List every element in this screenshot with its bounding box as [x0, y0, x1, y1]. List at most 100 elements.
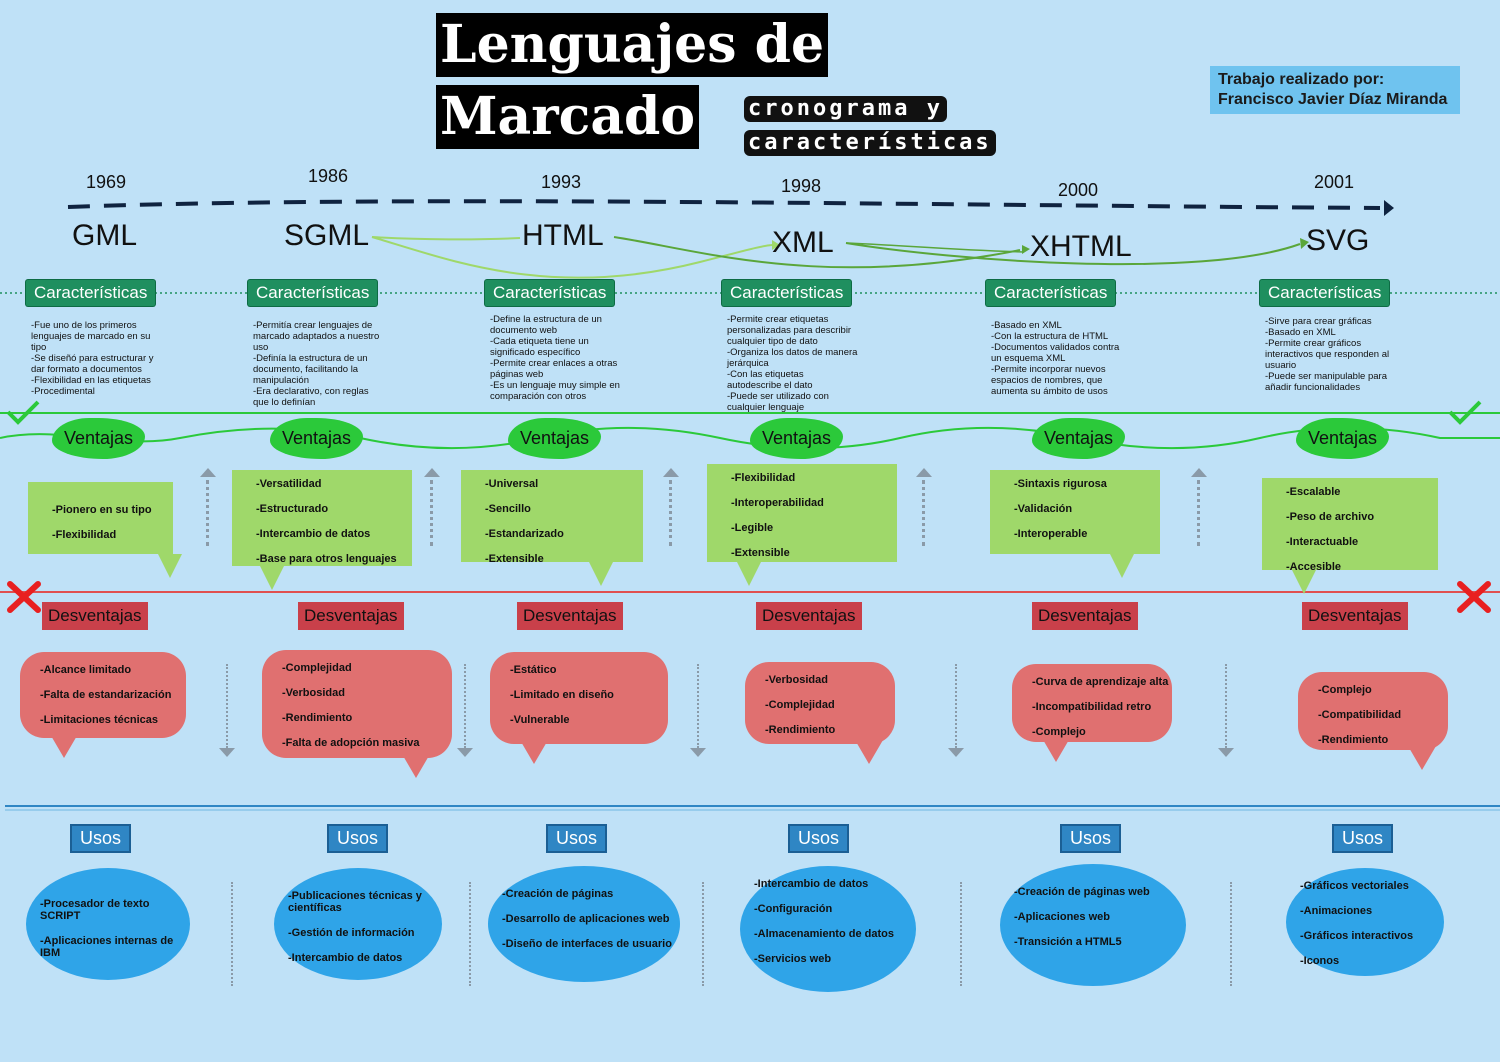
desventaja-item: -Curva de aprendizaje alta — [1032, 676, 1169, 688]
year-label: 1998 — [781, 176, 822, 196]
caracteristicas-title: Características — [722, 280, 852, 306]
desventaja-item: -Verbosidad — [765, 674, 828, 686]
usos-box: -Procesador de texto SCRIPT-Aplicaciones… — [26, 868, 190, 980]
desventaja-item: -Falta de estandarización — [40, 689, 172, 701]
desventaja-item: -Complejidad — [765, 699, 835, 711]
ventaja-item: -Peso de archivo — [1286, 511, 1375, 523]
cross-icon — [7, 581, 41, 613]
uso-item: -Diseño de interfaces de usuario — [502, 938, 672, 950]
caracteristicas-title: Características — [485, 280, 615, 306]
language-name: HTML — [522, 219, 604, 252]
desventajas-box-tail — [50, 734, 78, 758]
language-name: SVG — [1306, 224, 1370, 257]
uso-item: -Creación de páginas — [502, 888, 614, 900]
usos-title: Usos — [788, 824, 850, 853]
desventaja-item: -Rendimiento — [1318, 734, 1389, 746]
desventaja-item: -Estático — [510, 664, 557, 676]
ventajas-title: Ventajas — [52, 418, 146, 459]
desventajas-title: Desventajas — [1032, 602, 1138, 630]
desventaja-item: -Vulnerable — [510, 714, 570, 726]
uso-item: -Gráficos interactivos — [1300, 930, 1414, 942]
desventajas-box: -Complejidad-Verbosidad-Rendimiento-Falt… — [262, 650, 452, 758]
desventajas-box-tail — [855, 740, 883, 764]
arrow-down-icon — [457, 748, 473, 757]
ventajas-box-tail — [1110, 554, 1134, 578]
separator — [226, 664, 228, 748]
page-title-line2: Marcado — [436, 85, 700, 149]
desventaja-item: -Complejidad — [282, 662, 352, 674]
separator — [430, 480, 433, 546]
uso-item: -Iconos — [1300, 955, 1340, 967]
arrow-up-icon — [663, 468, 679, 477]
desventaja-item: -Limitaciones técnicas — [40, 714, 158, 726]
ventajas-box-tail — [737, 562, 761, 586]
separator — [955, 664, 957, 748]
desventaja-item: -Rendimiento — [765, 724, 836, 736]
ventajas-box: -Sintaxis rigurosa-Validación-Interopera… — [990, 470, 1160, 554]
desventaja-item: -Rendimiento — [282, 712, 353, 724]
ventajas-box: -Escalable-Peso de archivo-Interactuable… — [1262, 478, 1438, 573]
language-name: GML — [72, 219, 138, 252]
ventajas-title: Ventajas — [1296, 418, 1390, 459]
desventajas-box-tail — [1042, 738, 1070, 762]
ventaja-item: -Base para otros lenguajes — [256, 553, 397, 565]
ventaja-item: -Estandarizado — [485, 528, 564, 540]
ventajas-title: Ventajas — [1032, 418, 1126, 459]
desventajas-box: -Estático-Limitado en diseño-Vulnerable — [490, 652, 668, 744]
caracteristicas-title: Características — [26, 280, 156, 306]
usos-title: Usos — [70, 824, 132, 853]
uso-item: -Almacenamiento de datos — [754, 928, 894, 940]
separator — [1197, 480, 1200, 546]
desventaja-item: -Falta de adopción masiva — [282, 737, 420, 749]
arrow-down-icon — [219, 748, 235, 757]
arrow-up-icon — [916, 468, 932, 477]
author-label: Trabajo realizado por: — [1218, 71, 1385, 88]
ventajas-title: Ventajas — [508, 418, 602, 459]
separator — [1225, 664, 1227, 748]
caracteristicas-title: Características — [986, 280, 1116, 306]
desventajas-box: -Verbosidad -Complejidad -Rendimiento — [745, 662, 895, 744]
usos-title: Usos — [1332, 824, 1394, 853]
separator — [922, 480, 925, 546]
separator — [697, 664, 699, 748]
ventaja-item: -Interoperable — [1014, 528, 1088, 540]
uso-item: -Publicaciones técnicas y científicas — [288, 890, 422, 914]
separator — [231, 882, 233, 986]
page-title-line1: Lenguajes de — [436, 13, 829, 77]
desventajas-title: Desventajas — [517, 602, 623, 630]
uso-item: -Configuración — [754, 903, 833, 915]
ventajas-box: -Pionero en su tipo-Flexibilidad — [28, 482, 173, 554]
desventaja-item: -Complejo — [1032, 726, 1086, 738]
caracteristicas-text: -Define la estructura de un documento we… — [490, 314, 620, 402]
language-name: XHTML — [1030, 230, 1132, 263]
ventajas-box: -Universal-Sencillo-Estandarizado-Extens… — [461, 470, 643, 565]
desventajas-box: -Complejo-Compatibilidad-Rendimiento — [1298, 672, 1448, 750]
subtitle-line2: características — [744, 130, 996, 156]
usos-box: -Creación de páginas web-Aplicaciones we… — [1000, 864, 1186, 986]
separator — [702, 882, 704, 986]
author-box: Trabajo realizado por: Francisco Javier … — [1210, 66, 1460, 114]
cross-icon — [1457, 581, 1491, 613]
separator — [1230, 882, 1232, 986]
usos-box: -Publicaciones técnicas y científicas -Ge… — [274, 868, 442, 980]
ventaja-item: -Sintaxis rigurosa — [1014, 478, 1107, 490]
uso-item: -Procesador de texto SCRIPT — [40, 898, 150, 922]
arrow-up-icon — [200, 468, 216, 477]
check-icon — [1448, 400, 1482, 425]
separator — [469, 882, 471, 986]
desventajas-box-tail — [520, 740, 548, 764]
desventaja-item: -Incompatibilidad retro — [1032, 701, 1152, 713]
uso-item: -Gestión de información — [288, 927, 415, 939]
desventajas-box-tail — [402, 754, 430, 778]
ventajas-box-tail — [158, 554, 182, 578]
usos-box: -Intercambio de datos-Configuración-Alma… — [740, 866, 916, 992]
caracteristicas-title: Características — [248, 280, 378, 306]
ventaja-item: -Versatilidad — [256, 478, 322, 490]
timeline-arrow-head — [1384, 200, 1394, 216]
separator — [464, 664, 466, 748]
ventaja-item: -Estructurado — [256, 503, 329, 515]
year-label: 1986 — [308, 166, 349, 186]
ventajas-title: Ventajas — [750, 418, 844, 459]
ventaja-item: -Flexibilidad — [52, 529, 117, 541]
desventajas-box: -Curva de aprendizaje alta -Incompatibili… — [1012, 664, 1172, 742]
